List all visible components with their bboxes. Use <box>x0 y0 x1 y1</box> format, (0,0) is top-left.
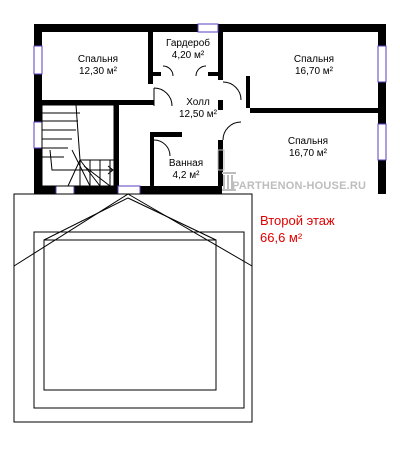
roof-plan <box>13 193 253 423</box>
windows <box>33 23 387 195</box>
parthenon-logo-icon <box>217 149 236 191</box>
watermark-text: PARTHENON-HOUSE.RU <box>232 180 367 192</box>
room-name: Гардероб <box>166 38 210 49</box>
floor-title: Второй этаж <box>260 213 335 228</box>
room-area: 16,70 м² <box>294 66 333 77</box>
room-area: 12,30 м² <box>78 66 117 77</box>
door-swings <box>153 65 242 157</box>
room-name: Спальня <box>293 54 335 65</box>
room-name: Спальня <box>287 136 329 147</box>
room-bedroom-1: Спальня 12,30 м² <box>50 54 146 78</box>
room-name: Холл <box>186 97 210 108</box>
floor-label: Второй этаж 66,6 м² <box>260 212 335 246</box>
room-area: 4,2 м² <box>172 170 200 181</box>
room-area: 12,50 м² <box>178 109 217 120</box>
room-wardrobe: Гардероб 4,20 м² <box>158 38 218 62</box>
room-bedroom-2: Спальня 16,70 м² <box>272 54 356 78</box>
room-name: Спальня <box>77 54 119 65</box>
staircase <box>41 104 115 187</box>
room-bathroom: Ванная 4,2 м² <box>158 158 214 182</box>
floor-area: 66,6 м² <box>260 230 303 245</box>
room-name: Ванная <box>168 158 204 169</box>
room-hall: Холл 12,50 м² <box>166 97 230 121</box>
room-area: 16,70 м² <box>288 148 327 159</box>
interior-walls <box>42 32 378 186</box>
room-area: 4,20 м² <box>171 50 205 61</box>
room-bedroom-3: Спальня 16,70 м² <box>266 136 350 160</box>
